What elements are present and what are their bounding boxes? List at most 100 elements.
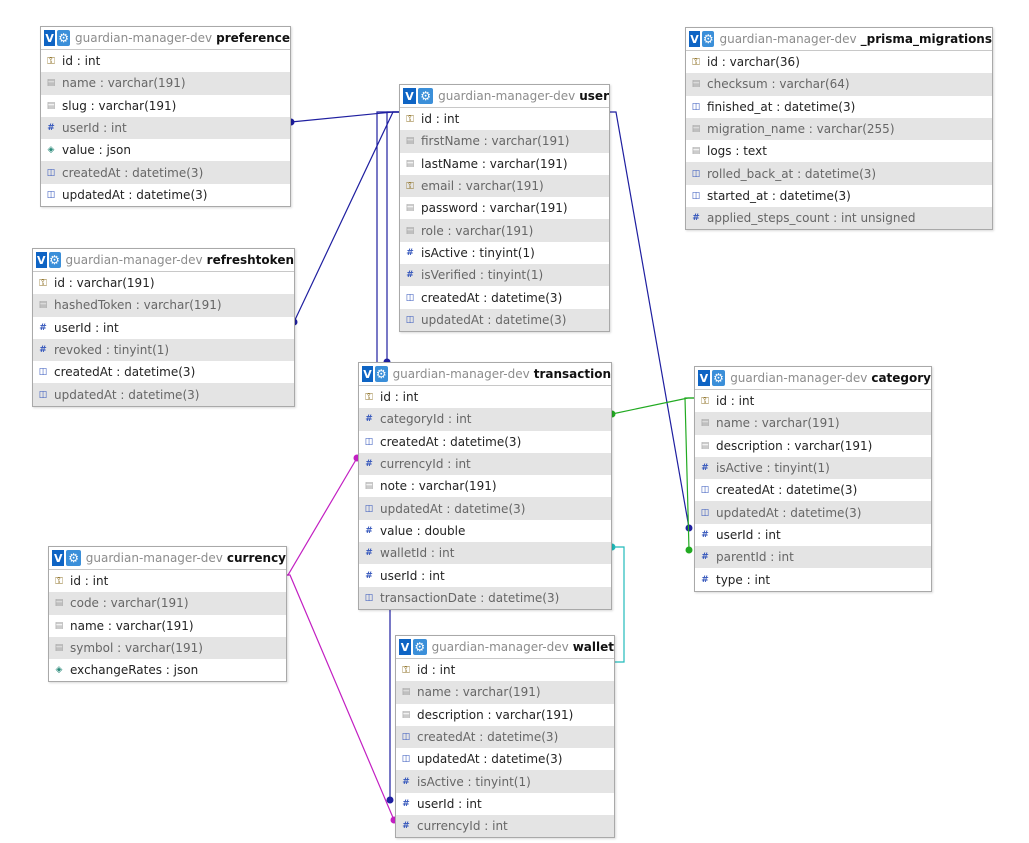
column-definition: updatedAt : datetime(3) [380,501,526,516]
gear-icon[interactable]: ⚙ [701,31,715,47]
column-row[interactable]: ⚿id : int [396,659,614,681]
gear-icon[interactable]: ⚙ [66,550,81,566]
column-row[interactable]: ▤password : varchar(191) [400,197,609,219]
column-row[interactable]: ◈value : json [41,139,290,161]
column-row[interactable]: ◫updatedAt : datetime(3) [359,497,611,520]
column-row[interactable]: ▤name : varchar(191) [396,681,614,704]
column-row[interactable]: ▤firstName : varchar(191) [400,130,609,153]
table-prisma-migrations[interactable]: V⚙guardian-manager-dev_prisma_migrations… [685,27,993,231]
column-row[interactable]: ⚿id : int [41,50,290,72]
column-row[interactable]: ▤role : varchar(191) [400,219,609,242]
column-row[interactable]: ◫finished_at : datetime(3) [686,96,992,118]
column-definition: createdAt : datetime(3) [380,434,522,449]
column-row[interactable]: #currencyId : int [359,452,611,476]
gear-icon[interactable]: ⚙ [418,88,434,104]
column-row[interactable]: #isActive : tinyint(1) [400,242,609,264]
column-row[interactable]: ▤name : varchar(191) [41,72,290,95]
column-row[interactable]: #userId : int [396,793,614,815]
column-row[interactable]: ⚿email : varchar(191) [400,174,609,198]
column-row[interactable]: ▤slug : varchar(191) [41,95,290,117]
column-row[interactable]: #userId : int [33,317,294,339]
column-row[interactable]: #value : double [359,520,611,542]
column-row[interactable]: #walletId : int [359,542,611,565]
column-row[interactable]: ◫createdAt : datetime(3) [396,725,614,749]
column-row[interactable]: ◫createdAt : datetime(3) [41,161,290,184]
column-row[interactable]: #applied_steps_count : int unsigned [686,207,992,230]
gear-icon[interactable]: ⚙ [412,639,427,655]
toggle-icon[interactable]: V [698,370,710,386]
column-row[interactable]: #userId : int [41,116,290,140]
gear-icon[interactable]: ⚙ [375,366,388,382]
column-row[interactable]: #isActive : tinyint(1) [695,456,931,480]
toggle-icon[interactable]: V [52,550,65,566]
column-row[interactable]: ⚿id : int [695,390,931,412]
column-row[interactable]: ▤lastName : varchar(191) [400,153,609,175]
column-row[interactable]: ◫updatedAt : datetime(3) [396,748,614,770]
column-row[interactable]: ⚿id : varchar(191) [33,272,294,294]
column-row[interactable]: ◫updatedAt : datetime(3) [41,184,290,206]
column-row[interactable]: ▤migration_name : varchar(255) [686,117,992,141]
gear-icon[interactable]: ⚙ [48,252,61,268]
table-header[interactable]: V⚙guardian-manager-dev_prisma_migrations [686,28,992,51]
column-row[interactable]: ⚿id : int [400,108,609,130]
column-row[interactable]: ◫started_at : datetime(3) [686,185,992,207]
gear-icon[interactable]: ⚙ [711,370,726,386]
toggle-icon[interactable]: V [399,639,411,655]
column-row[interactable]: ◫updatedAt : datetime(3) [33,383,294,406]
toggle-icon[interactable]: V [403,88,417,104]
column-row[interactable]: ▤checksum : varchar(64) [686,73,992,96]
column-row[interactable]: ▤symbol : varchar(191) [49,636,286,660]
column-row[interactable]: #revoked : tinyint(1) [33,338,294,362]
toggle-icon[interactable]: V [44,30,56,46]
column-row[interactable]: ⚿id : varchar(36) [686,51,992,73]
column-row[interactable]: ◫createdAt : datetime(3) [359,431,611,453]
column-row[interactable]: ▤description : varchar(191) [396,704,614,726]
column-row[interactable]: ⚿id : int [359,386,611,408]
column-row[interactable]: #userId : int [695,524,931,546]
toggle-icon[interactable]: V [362,366,373,382]
column-row[interactable]: ▤logs : text [686,140,992,162]
column-row[interactable]: ◫createdAt : datetime(3) [400,286,609,308]
database-name: guardian-manager-dev [719,32,857,46]
column-row[interactable]: ◫createdAt : datetime(3) [33,361,294,383]
column-row[interactable]: ◫updatedAt : datetime(3) [695,501,931,524]
column-row[interactable]: ◈exchangeRates : json [49,659,286,681]
column-row[interactable]: ▤note : varchar(191) [359,475,611,497]
column-row[interactable]: ▤name : varchar(191) [49,615,286,637]
column-row[interactable]: ▤code : varchar(191) [49,592,286,615]
column-row[interactable]: #isActive : tinyint(1) [396,770,614,793]
column-row[interactable]: ⚿id : int [49,570,286,592]
column-row[interactable]: #categoryId : int [359,408,611,431]
toggle-icon[interactable]: V [36,252,47,268]
column-row[interactable]: #type : int [695,568,931,590]
toggle-icon[interactable]: V [689,31,700,47]
column-row[interactable]: #currencyId : int [396,815,614,838]
column-row[interactable]: ▤hashedToken : varchar(191) [33,294,294,317]
column-row[interactable]: #isVerified : tinyint(1) [400,264,609,287]
column-row[interactable]: ◫rolled_back_at : datetime(3) [686,162,992,185]
column-row[interactable]: ▤description : varchar(191) [695,435,931,457]
column-definition: rolled_back_at : datetime(3) [707,166,877,181]
column-row[interactable]: ◫updatedAt : datetime(3) [400,308,609,331]
column-row[interactable]: ▤name : varchar(191) [695,412,931,435]
gear-icon[interactable]: ⚙ [57,30,70,46]
datetime-column-icon: ◫ [401,732,411,743]
column-row[interactable]: #parentId : int [695,546,931,569]
column-row[interactable]: ◫createdAt : datetime(3) [695,479,931,501]
column-row[interactable]: #userId : int [359,564,611,586]
column-row[interactable]: ◫transactionDate : datetime(3) [359,586,611,609]
